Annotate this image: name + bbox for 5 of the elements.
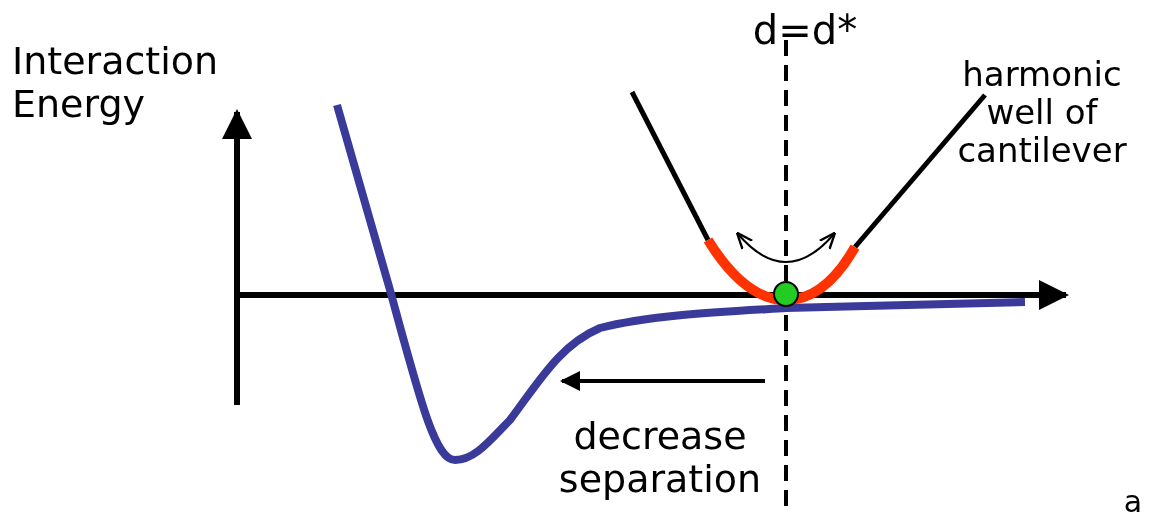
axis-label: Interaction Energy [12, 40, 220, 126]
panel-label: a [1122, 485, 1144, 519]
arrow-label: decrease separation [557, 415, 763, 501]
distance-label: d=d* [751, 8, 859, 53]
curve-label: harmonic well of cantilever [956, 55, 1128, 170]
